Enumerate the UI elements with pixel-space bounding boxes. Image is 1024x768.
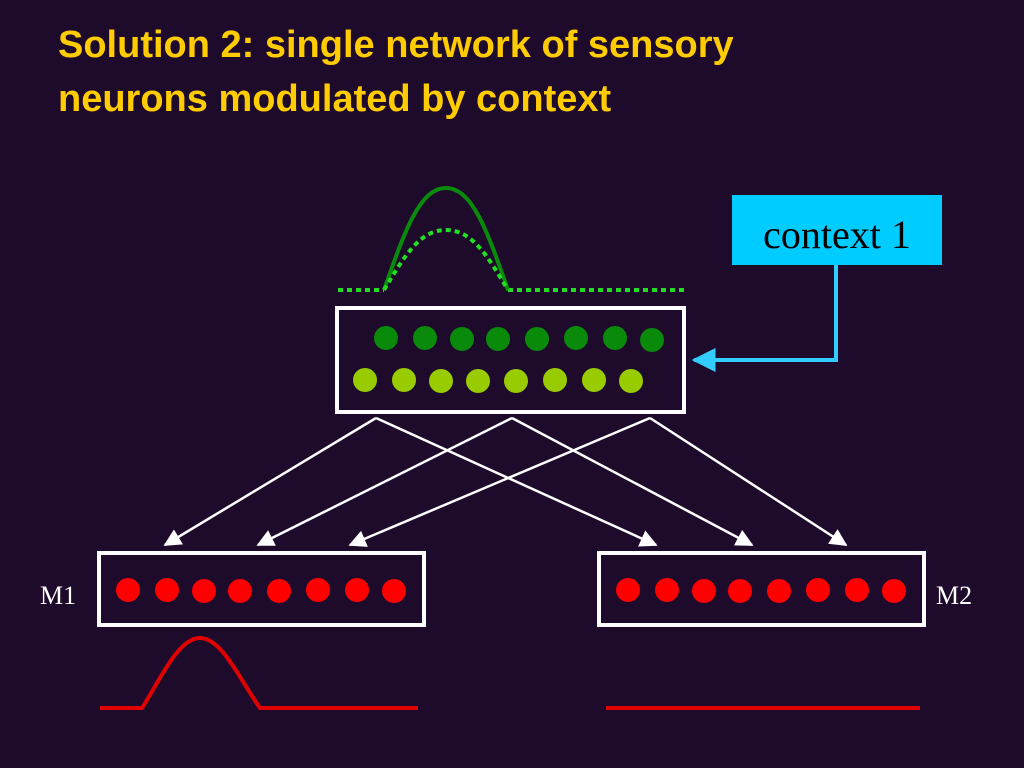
light-green-neuron bbox=[353, 368, 377, 392]
connection-arrow bbox=[256, 416, 513, 547]
dark-green-neuron bbox=[640, 328, 664, 352]
dark-green-neuron bbox=[564, 326, 588, 350]
title-line-1: Solution 2: single network of sensory bbox=[58, 24, 734, 66]
m1-neuron-row bbox=[116, 578, 406, 603]
dark-green-neuron bbox=[525, 327, 549, 351]
motor-neuron bbox=[345, 578, 369, 602]
dark-green-neuron bbox=[413, 326, 437, 350]
motor-neuron bbox=[728, 579, 752, 603]
connection-arrow bbox=[375, 416, 658, 547]
m1-response-curve bbox=[100, 635, 418, 710]
light-green-neuron bbox=[582, 368, 606, 392]
context-box bbox=[732, 195, 942, 265]
motor-layer-box-m2 bbox=[597, 551, 926, 627]
motor-neuron bbox=[882, 579, 906, 603]
connection-arrows bbox=[163, 416, 848, 547]
motor-neuron bbox=[655, 578, 679, 602]
sensory-tuning-curves bbox=[338, 185, 685, 292]
light-green-neuron bbox=[504, 369, 528, 393]
motor-layer-box-m1 bbox=[97, 551, 426, 627]
connection-arrow bbox=[511, 416, 754, 547]
m2-neuron-row bbox=[616, 578, 906, 603]
dark-green-neuron-row bbox=[374, 326, 664, 352]
sensory-layer-box bbox=[335, 306, 686, 414]
context-label: context 1 bbox=[763, 212, 911, 257]
module-label-m2: M2 bbox=[936, 581, 972, 610]
solid-tuning-curve bbox=[382, 185, 510, 291]
motor-neuron bbox=[616, 578, 640, 602]
dark-green-neuron bbox=[450, 327, 474, 351]
motor-neuron bbox=[228, 579, 252, 603]
connection-arrow bbox=[649, 416, 848, 547]
title-line-2: neurons modulated by context bbox=[58, 78, 612, 120]
light-green-neuron bbox=[429, 369, 453, 393]
light-green-neuron bbox=[543, 368, 567, 392]
motor-neuron bbox=[382, 579, 406, 603]
connection-arrow bbox=[163, 416, 377, 547]
dark-green-neuron bbox=[374, 326, 398, 350]
context-arrow bbox=[691, 265, 838, 372]
connection-arrow bbox=[348, 416, 651, 547]
dark-green-neuron bbox=[603, 326, 627, 350]
motor-neuron bbox=[116, 578, 140, 602]
motor-neuron bbox=[845, 578, 869, 602]
motor-neuron bbox=[767, 579, 791, 603]
light-green-neuron bbox=[466, 369, 490, 393]
motor-neuron bbox=[155, 578, 179, 602]
dotted-tuning-curve bbox=[382, 227, 510, 292]
slide-title: Solution 2: single network of sensory ne… bbox=[58, 18, 958, 126]
light-green-neuron-row bbox=[353, 368, 643, 393]
light-green-neuron bbox=[619, 369, 643, 393]
motor-neuron bbox=[806, 578, 830, 602]
motor-neuron bbox=[267, 579, 291, 603]
motor-neuron bbox=[692, 579, 716, 603]
module-label-m1: M1 bbox=[40, 581, 76, 610]
light-green-neuron bbox=[392, 368, 416, 392]
dark-green-neuron bbox=[486, 327, 510, 351]
motor-neuron bbox=[306, 578, 330, 602]
motor-neuron bbox=[192, 579, 216, 603]
